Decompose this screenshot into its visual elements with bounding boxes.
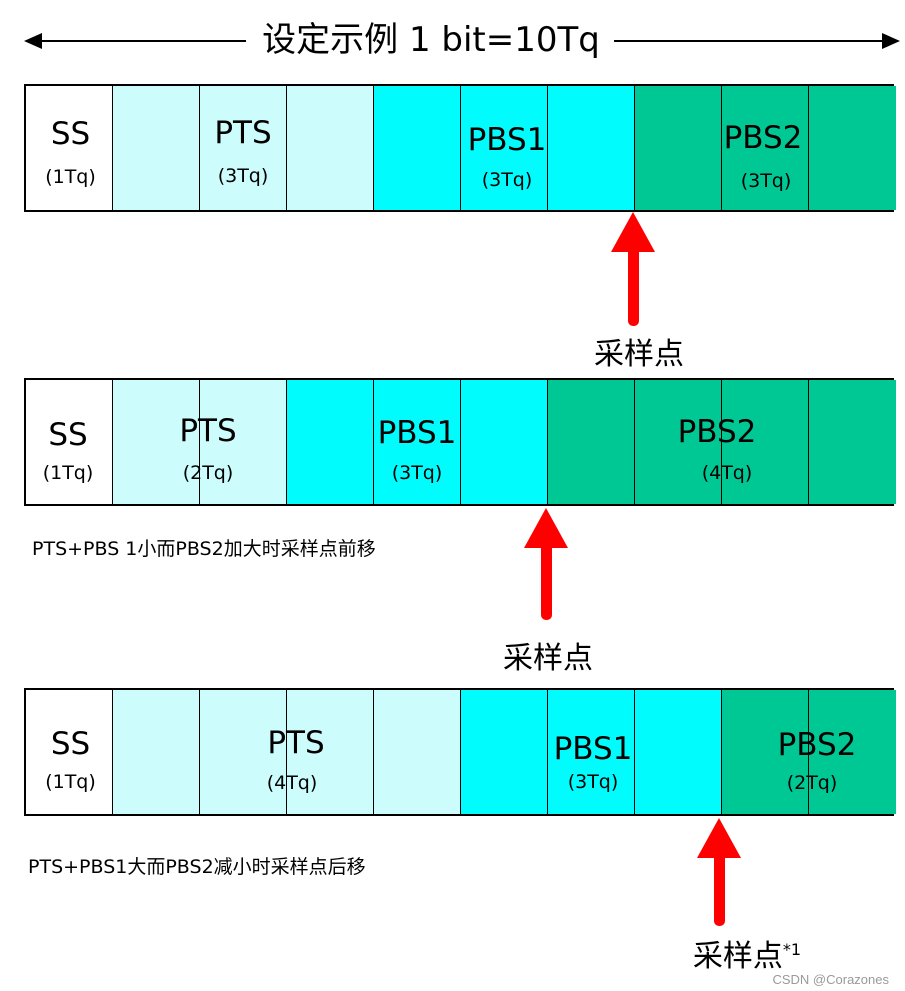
left-arrow-icon <box>24 33 42 49</box>
sample-point-arrow-icon <box>611 212 655 326</box>
right-arrow-icon <box>882 33 900 49</box>
pbs1-label: PBS1 <box>467 122 547 158</box>
bit-timing-row-2 <box>24 378 896 506</box>
pts-duration: (4Tq) <box>266 772 318 794</box>
row-3-note: PTS+PBS1大而PBS2减小时采样点后移 <box>28 856 366 878</box>
pbs2-duration: (3Tq) <box>740 170 792 192</box>
pbs1-tq-cell <box>374 86 461 210</box>
sample-point-label: 采样点 <box>594 337 684 372</box>
ss-tq-cell <box>26 380 113 504</box>
pbs2-duration: (4Tq) <box>701 462 753 484</box>
pbs1-duration: (3Tq) <box>481 169 533 191</box>
pts-duration: (3Tq) <box>217 165 269 187</box>
pbs1-tq-cell <box>461 380 548 504</box>
ss-tq-cell <box>26 86 113 210</box>
pbs2-label: PBS2 <box>677 414 757 450</box>
pts-tq-cell <box>113 690 200 814</box>
pbs1-duration: (3Tq) <box>567 771 619 793</box>
ss-duration: (1Tq) <box>45 166 96 188</box>
pbs1-tq-cell <box>461 86 548 210</box>
sample-point-arrow-icon <box>697 818 741 926</box>
pbs1-tq-cell <box>635 690 722 814</box>
ss-label: SS <box>50 726 91 762</box>
pbs2-duration: (2Tq) <box>786 772 838 794</box>
pbs2-label: PBS2 <box>723 120 803 156</box>
sample-point-arrow-icon <box>524 508 568 620</box>
pbs2-tq-cell <box>635 380 722 504</box>
ss-duration: (1Tq) <box>42 462 94 484</box>
pbs1-duration: (3Tq) <box>391 462 443 484</box>
pts-tq-cell <box>200 380 287 504</box>
pbs1-label: PBS1 <box>553 731 633 767</box>
pbs1-tq-cell <box>548 86 635 210</box>
sample-point-label: 采样点 <box>503 641 593 676</box>
pts-label: PTS <box>267 725 325 761</box>
pbs1-tq-cell <box>374 380 461 504</box>
pbs1-label: PBS1 <box>377 415 457 451</box>
sample-point-text: 采样点 <box>692 939 783 974</box>
footnote-marker: *1 <box>782 940 802 959</box>
pts-tq-cell <box>287 690 374 814</box>
ss-duration: (1Tq) <box>45 771 96 793</box>
pbs2-tq-cell <box>722 380 809 504</box>
bit-timing-row-3 <box>24 688 896 816</box>
watermark: CSDN @Corazones <box>772 972 889 987</box>
pts-label: PTS <box>179 413 237 449</box>
row-2-note: PTS+PBS 1小而PBS2加大时采样点前移 <box>32 538 376 560</box>
pts-tq-cell <box>113 380 200 504</box>
pbs2-label: PBS2 <box>777 727 857 763</box>
ss-label: SS <box>48 417 88 453</box>
pts-tq-cell <box>287 86 374 210</box>
pbs2-tq-cell <box>722 86 809 210</box>
sample-point-label: 采样点*1 <box>672 938 822 976</box>
pbs2-tq-cell <box>809 86 896 210</box>
title-text: 设定示例 1 bit=10Tq <box>262 20 600 60</box>
pts-label: PTS <box>214 115 272 151</box>
bit-timing-row-1 <box>24 84 896 212</box>
pbs2-tq-cell <box>809 380 896 504</box>
pbs2-tq-cell <box>548 380 635 504</box>
pbs2-tq-cell <box>722 690 809 814</box>
pts-duration: (2Tq) <box>182 462 234 484</box>
pts-tq-cell <box>200 690 287 814</box>
pbs1-tq-cell <box>287 380 374 504</box>
pbs1-tq-cell <box>548 690 635 814</box>
pbs2-tq-cell <box>635 86 722 210</box>
pts-tq-cell <box>113 86 200 210</box>
pbs2-tq-cell <box>809 690 896 814</box>
pts-tq-cell <box>200 86 287 210</box>
title-line-right <box>614 40 884 42</box>
title-line-left <box>38 40 246 42</box>
diagram-title: 设定示例 1 bit=10Tq <box>0 14 905 66</box>
ss-label: SS <box>50 116 91 152</box>
ss-tq-cell <box>26 690 113 814</box>
pts-tq-cell <box>374 690 461 814</box>
pbs1-tq-cell <box>461 690 548 814</box>
